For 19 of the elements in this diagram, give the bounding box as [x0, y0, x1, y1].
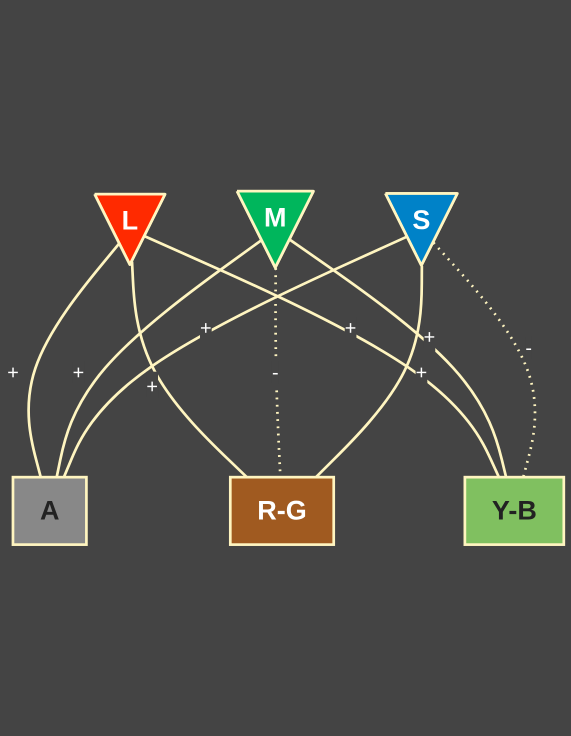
node-box: A — [12, 476, 88, 546]
edge-label: + — [72, 361, 84, 384]
connector — [27, 242, 120, 478]
edge-label: + — [7, 361, 19, 384]
connector — [130, 262, 248, 478]
connector — [432, 242, 536, 478]
node-box: R-G — [228, 476, 336, 546]
connector — [289, 238, 508, 478]
edge-label: + — [200, 316, 212, 340]
connector — [62, 235, 408, 478]
node-box: Y-B — [464, 476, 566, 546]
connector — [55, 239, 262, 478]
edge-label: + — [344, 316, 356, 340]
edge-label: + — [424, 326, 436, 348]
edge-label: + — [416, 361, 428, 384]
connector — [315, 266, 424, 478]
edge-label: + — [146, 375, 158, 398]
edge-label: - — [525, 336, 532, 360]
edge-label: - — [272, 361, 279, 384]
